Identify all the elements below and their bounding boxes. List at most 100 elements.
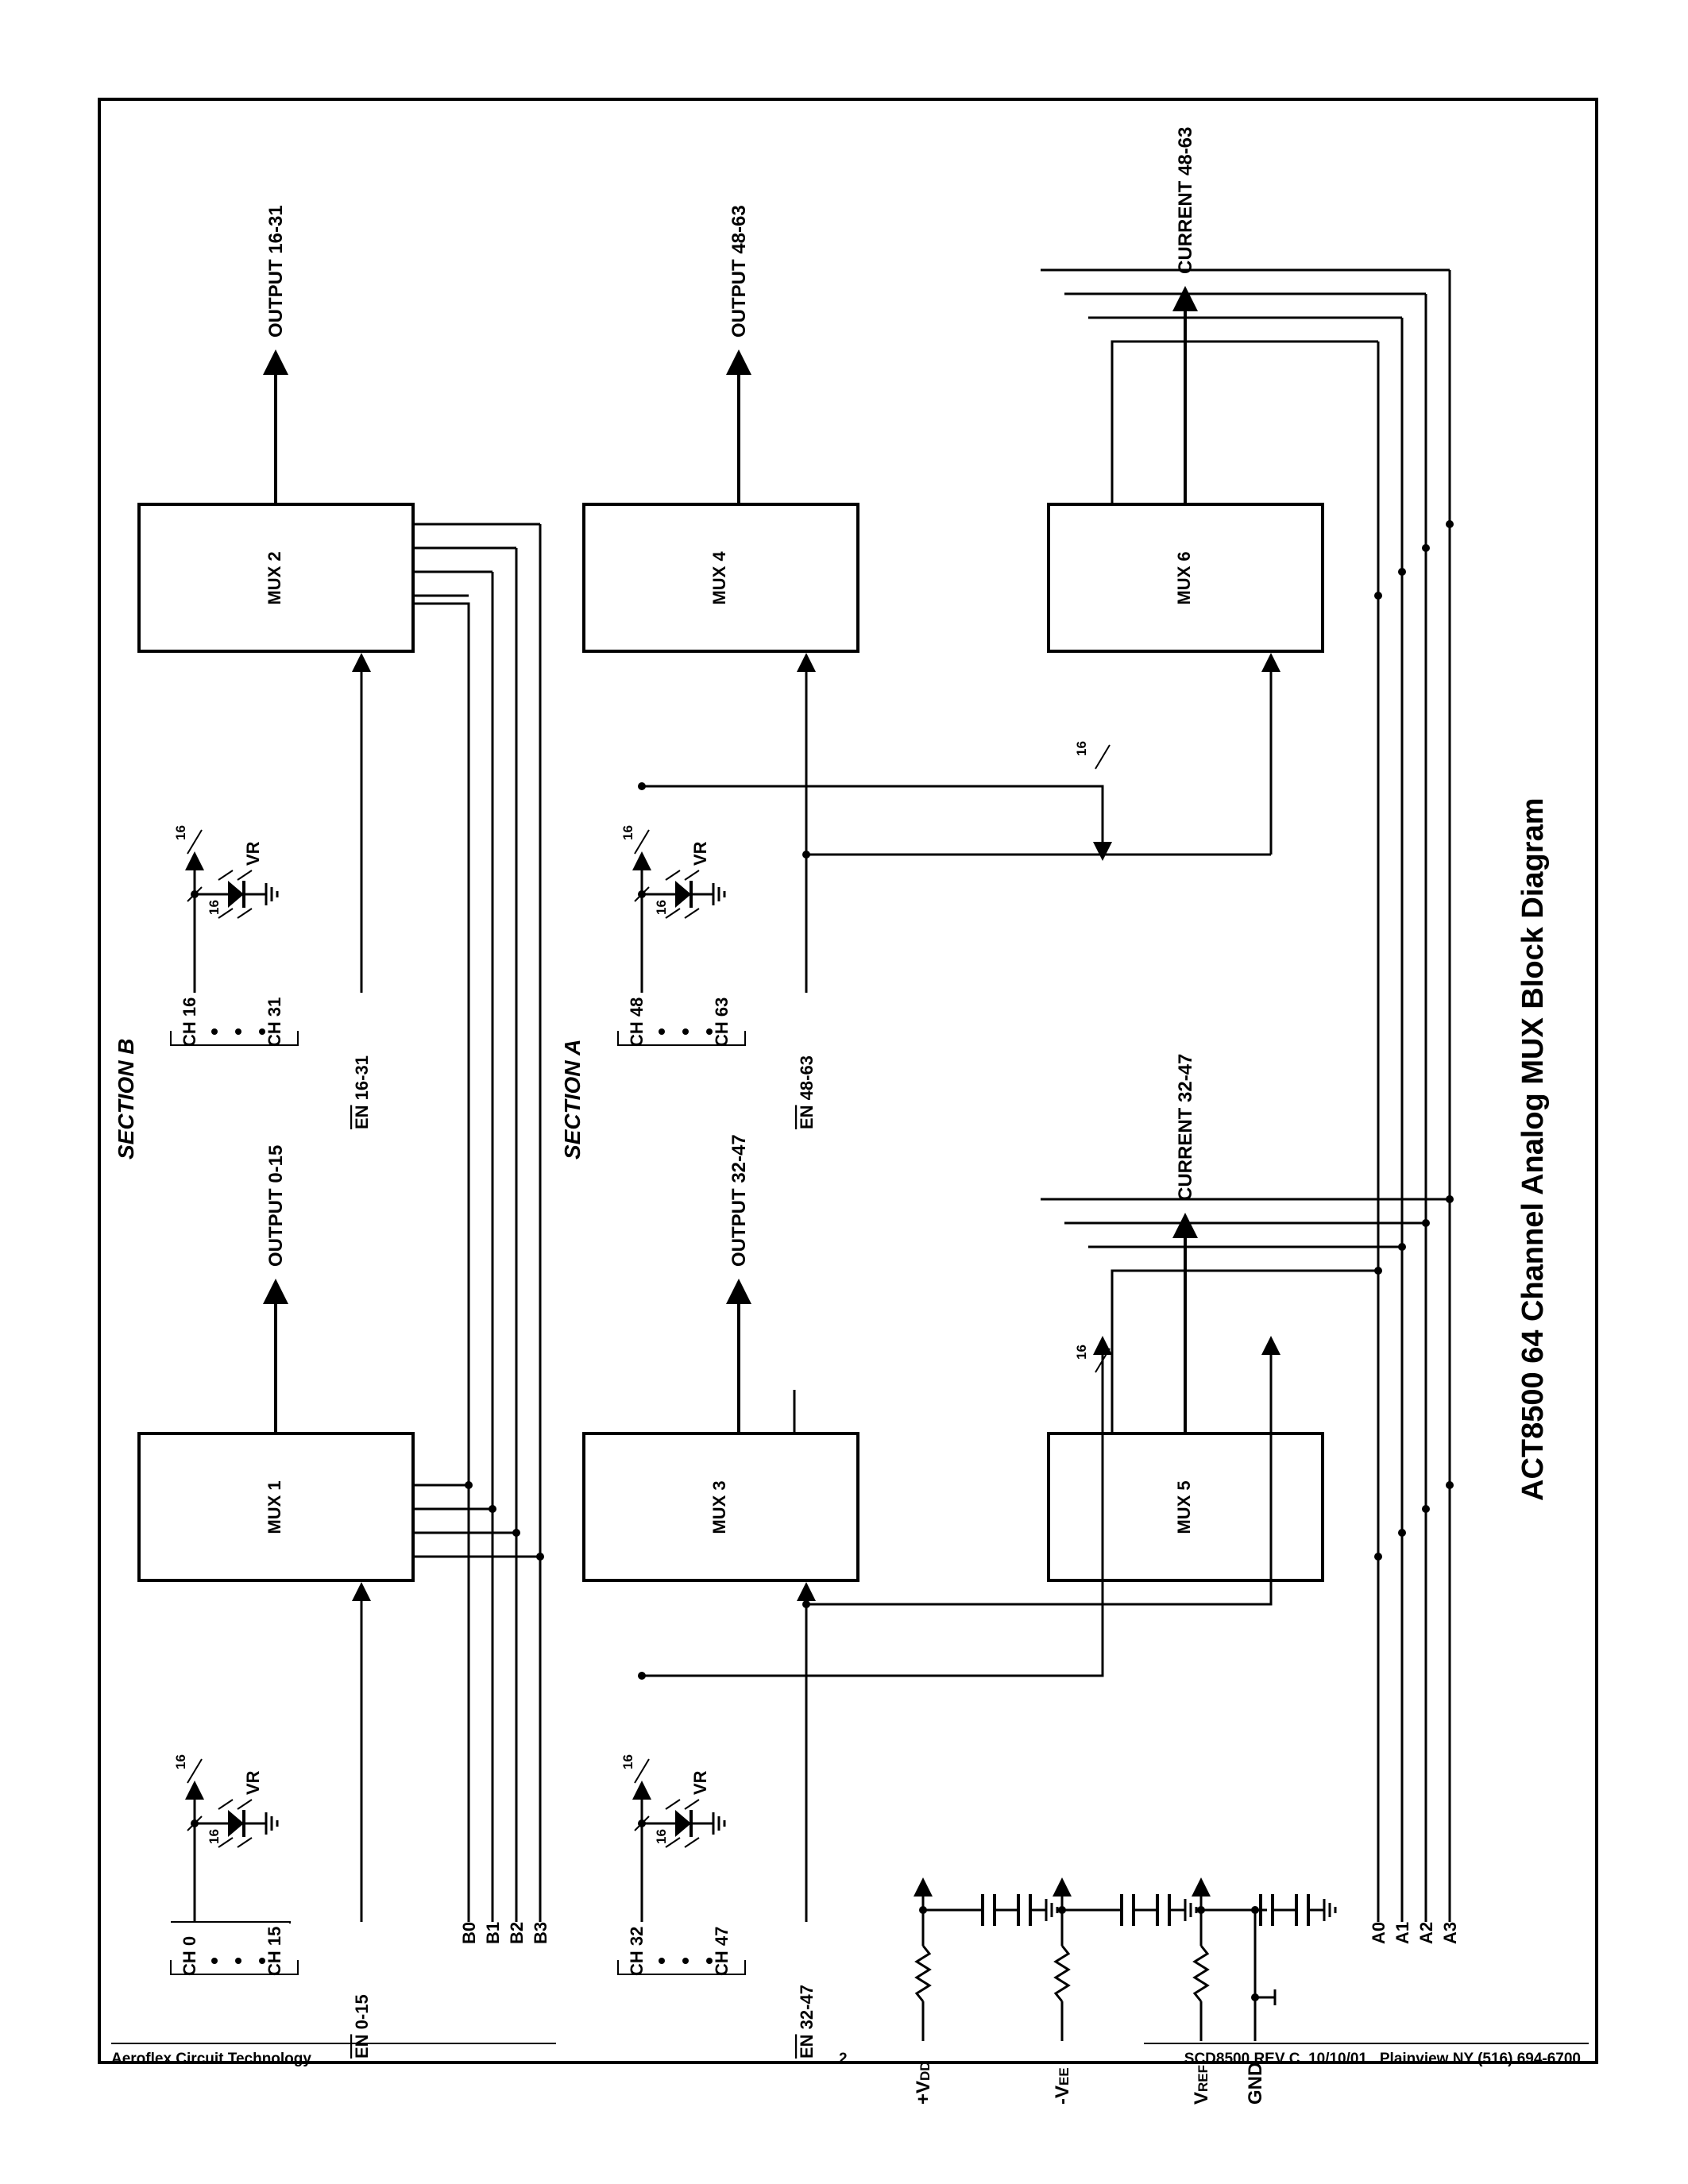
mux-1-label: MUX 1 [265,1480,284,1534]
channel-start-label: CH 16 [180,997,199,1047]
b-line-label: B1 [483,1922,503,1944]
en-bar: EN [352,2034,372,2059]
output-labels: OUTPUT 0-15 OUTPUT 16-31 OUTPUT 32-47 OU… [265,127,1196,1267]
vdd-sub: DD [917,2061,933,2081]
output-0-15-label: OUTPUT 0-15 [265,1145,287,1267]
footer-page-number: 2 [839,2051,848,2067]
bus-width-label: 16 [207,900,222,915]
mux-5: MUX 5 [1047,1432,1324,1582]
bus-width-label: 16 [173,825,188,840]
svg-text:+VDD: +VDD [913,2061,934,2105]
b-address-bus [413,524,542,1922]
output-48-63-label: OUTPUT 48-63 [728,205,750,338]
output-arrows [263,286,1198,1433]
mux-6: MUX 6 [1047,503,1324,653]
a-line-label: A3 [1440,1922,1460,1944]
enable-labels: EN 0-15 EN 16-31 EN 32-47 EN 48-63 [352,1055,817,2059]
bus-width-label: 16 [173,1754,188,1769]
power-labels: +VDD -VEE VREF GND [913,2061,1266,2105]
b-line-labels: B0 B1 B2 B3 [459,1922,550,1944]
svg-text:VREF: VREF [1191,2065,1212,2105]
diagram-title: ACT8500 64 Channel Analog MUX Block Diag… [1516,798,1550,1502]
channel-end-label: CH 47 [712,1927,732,1976]
power-dots [919,1906,1259,2001]
output-16-31-label: OUTPUT 16-31 [265,205,287,338]
svg-text:EN 16-31: EN 16-31 [352,1055,372,1129]
bus-width-label: 16 [207,1829,222,1844]
bus-width-label: 16 [654,900,669,915]
mux-1: MUX 1 [137,1432,415,1582]
vr-label: VR [690,1770,710,1795]
current-48-63-label: CURRENT 48-63 [1175,127,1196,274]
a-line-label: A1 [1393,1922,1412,1944]
b-bus-dots [465,1481,544,1561]
svg-text:EN 32-47: EN 32-47 [797,1985,817,2059]
footer-rule-left [111,2043,556,2044]
mux-5-label: MUX 5 [1174,1480,1194,1534]
b-line-label: B0 [459,1922,479,1944]
input-group-ch48-63: 16 16 VR CH 48 CH 63 [617,782,1112,1047]
a-line-label: A0 [1369,1922,1389,1944]
bus-width-label: 16 [654,1829,669,1844]
en-16-31-range: 16-31 [352,1055,372,1105]
footer-company: Aeroflex Circuit Technology [111,2051,311,2067]
bus-width-label: 16 [620,1754,635,1769]
svg-text:EN 0-15: EN 0-15 [352,1994,372,2059]
input-group-ch32-47: 16 16 VR CH 32 CH 47 [617,1336,1112,1976]
page-frame [98,98,1598,2064]
current-32-47-label: CURRENT 32-47 [1175,1054,1196,1201]
footer-document-info: SCD8500 REV C 10/10/01 Plainview NY (516… [1184,2051,1581,2067]
section-b-label: SECTION B [114,1039,138,1160]
a-line-labels: A0 A1 A2 A3 [1369,1922,1460,1944]
bus-width-label: 16 [1074,1345,1089,1360]
en-0-15-range: 0-15 [352,1994,372,2034]
b-line-label: B2 [507,1922,527,1944]
mux-2-label: MUX 2 [265,551,284,604]
vr-label: VR [243,841,263,866]
section-a-label: SECTION A [560,1040,585,1160]
svg-text:-VEE: -VEE [1052,2067,1073,2105]
channel-end-label: CH 15 [265,1927,284,1976]
mux-6-label: MUX 6 [1174,551,1194,604]
vr-label: VR [690,841,710,866]
mux-4-label: MUX 4 [709,551,729,605]
svg-text:EN 48-63: EN 48-63 [797,1055,817,1129]
footer-rule-right [1144,2043,1589,2044]
mux-4: MUX 4 [582,503,859,653]
b-bus-stubs [413,523,540,1558]
vref-label: V [1191,2092,1212,2105]
a-bus-dots [1374,520,1454,1561]
branch-bus-marks: 16 16 [1074,741,1111,1373]
en-48-63-range: 48-63 [797,1055,817,1105]
channel-end-label: CH 31 [265,997,284,1047]
en-32-47-range: 32-47 [797,1985,817,2034]
vee-label: -V [1052,2086,1073,2105]
mux-2: MUX 2 [137,503,415,653]
enable-inputs [352,653,1280,1922]
mux-3-label: MUX 3 [709,1480,729,1534]
a-line-label: A2 [1416,1922,1436,1944]
channel-start-label: CH 48 [627,997,647,1047]
power-section [914,1877,1337,2041]
input-group-ch16-31: 16 16 VR CH 16 CH 31 [170,825,299,1047]
vdd-label: +V [913,2081,934,2105]
channel-start-label: CH 0 [180,1936,199,1976]
mux-3: MUX 3 [582,1432,859,1582]
rotated-diagram: MUX 1 MUX 2 MUX 3 MUX 4 MUX 5 MUX 6 [114,127,1550,2105]
gnd-label: GND [1245,2062,1266,2105]
a-bus-feeders [793,1390,796,1433]
en-bar: EN [797,2034,817,2059]
en-bar: EN [797,1105,817,1129]
channel-end-label: CH 63 [712,997,732,1047]
bus-width-label: 16 [620,825,635,840]
b-line-label: B3 [531,1922,550,1944]
vr-label: VR [243,1770,263,1795]
en-bar: EN [352,1105,372,1129]
channel-start-label: CH 32 [627,1927,647,1976]
vref-sub: REF [1196,2065,1211,2092]
output-32-47-label: OUTPUT 32-47 [728,1134,750,1267]
bus-width-label: 16 [1074,741,1089,756]
input-group-ch0-15: 16 16 VR CH 0 CH 15 [170,1754,299,1976]
vee-sub: EE [1056,2067,1072,2086]
